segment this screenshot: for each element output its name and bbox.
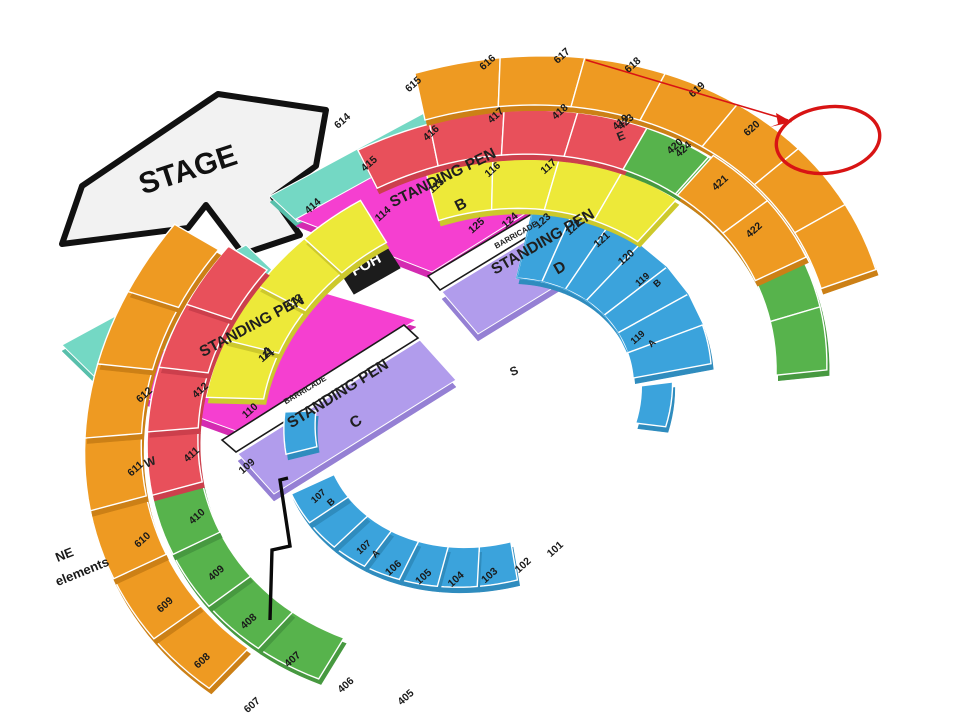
stage[interactable]: STAGE [59,91,329,257]
section-408[interactable] [149,476,226,561]
section-410[interactable] [127,351,228,452]
section-117[interactable] [581,157,688,259]
section-115[interactable] [474,136,577,233]
section-614[interactable] [407,42,519,140]
section-424[interactable] [718,195,810,291]
divider-lines-group [268,476,292,621]
barricade-lower [220,323,420,453]
section-615[interactable] [482,28,603,137]
aisle-divider-line [268,476,292,621]
section-face[interactable] [271,401,328,459]
section-412[interactable] [172,236,281,338]
section-611[interactable] [77,276,199,393]
section-face[interactable] [299,197,391,281]
section-face[interactable] [623,374,687,436]
section-107-B[interactable] [271,401,331,464]
section-610[interactable] [61,346,175,460]
annotation-arrow-head [770,113,792,127]
highlight-ellipse [774,104,882,176]
section-face[interactable] [111,213,233,323]
section-101[interactable] [464,535,528,600]
section-face[interactable] [792,203,877,293]
section-119-B[interactable] [624,323,720,398]
section-609[interactable] [64,418,166,523]
annotation-arrow-line [585,59,789,121]
section-face[interactable] [290,473,352,525]
corner-text-ne: NE [53,544,76,565]
section-104[interactable] [356,523,431,595]
section-414[interactable] [356,121,448,197]
section-616[interactable] [556,32,680,148]
section-119-A[interactable] [623,374,689,442]
annotation-group [585,59,882,176]
section-112[interactable] [299,197,393,286]
section-418[interactable] [612,111,719,215]
section-face[interactable] [718,195,808,285]
section-422[interactable] [757,302,846,394]
section-608[interactable] [86,489,173,585]
section-face[interactable] [757,302,843,388]
section-face[interactable] [624,323,718,393]
section-415[interactable] [422,96,521,184]
section-612[interactable] [111,213,235,329]
stage-group: STAGE [59,91,329,257]
section-620[interactable] [792,203,879,298]
section-409[interactable] [129,414,219,507]
section-107-A[interactable] [290,473,354,531]
